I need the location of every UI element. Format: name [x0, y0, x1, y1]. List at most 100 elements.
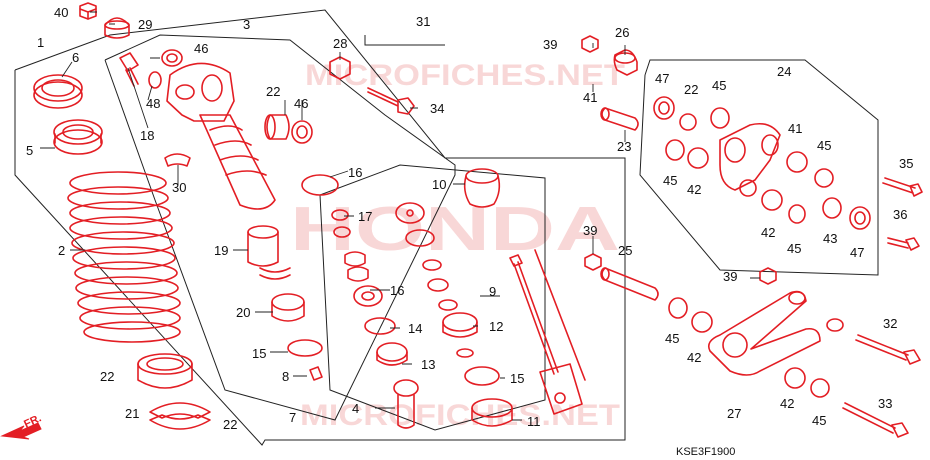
bearing-47-top — [653, 96, 675, 120]
seal-45-link-left — [668, 297, 688, 319]
callout-47-right: 47 — [850, 245, 864, 260]
bolt-38 — [887, 237, 920, 251]
stopper-plate-top — [395, 202, 425, 224]
callout-20: 19 — [214, 243, 228, 258]
callout-48: 48 — [146, 96, 160, 111]
washer-stack-lower — [456, 348, 474, 358]
o-ring-15 — [464, 366, 500, 386]
washer-17-stack — [405, 229, 458, 311]
piston-stack — [344, 251, 383, 307]
bearing-42-link-right — [784, 367, 806, 389]
callout-46-side: 46 — [294, 96, 308, 111]
callout-5: 5 — [26, 143, 33, 158]
bolt-37 — [882, 177, 923, 197]
callout-41: 41 — [788, 121, 802, 136]
watermark: MICROFICHES.NET HONDA MICROFICHES.NET — [290, 59, 625, 432]
callout-32: 30 — [172, 180, 186, 195]
frame-bracket-33 — [364, 35, 445, 46]
callout-37: 35 — [899, 156, 913, 171]
callout-14: 14 — [408, 321, 422, 336]
bushing-13 — [376, 342, 408, 366]
callout-22-right: 22 — [223, 417, 237, 432]
rubber-stop-10 — [463, 168, 501, 208]
collar-44 — [264, 114, 290, 140]
callout-39-lower: 39 — [723, 269, 737, 284]
callout-42-link-left: 42 — [687, 350, 701, 365]
front-direction-arrow — [0, 422, 42, 440]
callout-7: 7 — [289, 410, 296, 425]
callout-38: 36 — [893, 207, 907, 222]
bolt-36 — [367, 87, 415, 115]
callout-28: 26 — [615, 25, 629, 40]
diagram-code: KSE3F1900 — [676, 446, 735, 458]
callout-27: 25 — [618, 243, 632, 258]
callout-43: 43 — [823, 231, 837, 246]
callout-11: 11 — [527, 414, 541, 429]
valve-8 — [309, 366, 323, 381]
callout-42-left: 42 — [687, 182, 701, 197]
spring-2 — [67, 171, 181, 343]
damper-body-3 — [166, 62, 276, 210]
seal-45-top — [710, 107, 730, 129]
frame-assembly-4 — [319, 164, 546, 431]
nut-39-top — [581, 35, 599, 53]
adjuster-nut-5 — [53, 119, 103, 155]
link-arm-29 — [707, 290, 844, 376]
watermark-brand: HONDA — [290, 195, 620, 264]
bearing-42-left — [687, 147, 709, 169]
callout-45-mid: 45 — [787, 241, 801, 256]
reservoir-cap-21 — [271, 293, 305, 322]
lock-nut-6 — [33, 74, 83, 109]
link-26 — [719, 122, 781, 197]
callout-3: 3 — [243, 17, 250, 32]
seal-45-lower — [788, 204, 806, 224]
callout-45-left: 45 — [663, 173, 677, 188]
callout-25: 23 — [617, 139, 631, 154]
callout-19: 18 — [140, 128, 154, 143]
watermark-site-top: MICROFICHES.NET — [305, 59, 625, 92]
callout-34: 32 — [883, 316, 897, 331]
callout-33: 31 — [416, 14, 430, 29]
callout-26: 24 — [777, 64, 791, 79]
callout-42-link-right: 42 — [780, 396, 794, 411]
frame-assembly-1 — [14, 9, 626, 446]
callout-8: 8 — [282, 369, 289, 384]
callout-18: 17 — [358, 209, 372, 224]
callout-23: 22 — [100, 369, 114, 384]
circlip-16-upper — [301, 174, 339, 196]
callout-40-top: 40 — [54, 5, 68, 20]
cap-31 — [104, 17, 130, 39]
collar-27 — [600, 267, 659, 301]
bolt-35 — [842, 402, 909, 438]
callout-46-top: 46 — [194, 41, 208, 56]
watermark-site-bottom: MICROFICHES.NET — [300, 399, 620, 432]
collar-41 — [786, 151, 808, 173]
seal-45-link-right — [810, 378, 830, 398]
seal-12 — [442, 312, 478, 338]
stopper-plate-22 — [149, 402, 211, 430]
callout-6: 6 — [72, 50, 79, 65]
callout-21: 20 — [236, 305, 250, 320]
bearing-45-left — [665, 139, 685, 161]
seal-46-top — [161, 49, 183, 67]
callout-22-left: 21 — [125, 406, 139, 421]
callout-40-mid: 41 — [583, 90, 597, 105]
damper-rod-9 — [509, 249, 586, 415]
circlip-16-lower — [287, 339, 323, 357]
collar-24 — [679, 113, 697, 131]
callout-36: 34 — [430, 101, 444, 116]
bolt-34 — [855, 334, 921, 365]
callout-12: 12 — [489, 319, 503, 334]
callout-2: 2 — [58, 243, 65, 258]
bump-rubber-32 — [164, 153, 191, 167]
collar-25 — [600, 107, 639, 131]
lock-nut-40 — [79, 2, 97, 20]
callout-39-top: 39 — [543, 37, 557, 52]
callout-45-link-left: 45 — [665, 331, 679, 346]
group-frames — [14, 9, 879, 446]
callout-9: 9 — [489, 284, 496, 299]
seal-45-right — [814, 168, 834, 188]
seal-14 — [364, 317, 396, 335]
seal-46-side — [291, 120, 313, 144]
